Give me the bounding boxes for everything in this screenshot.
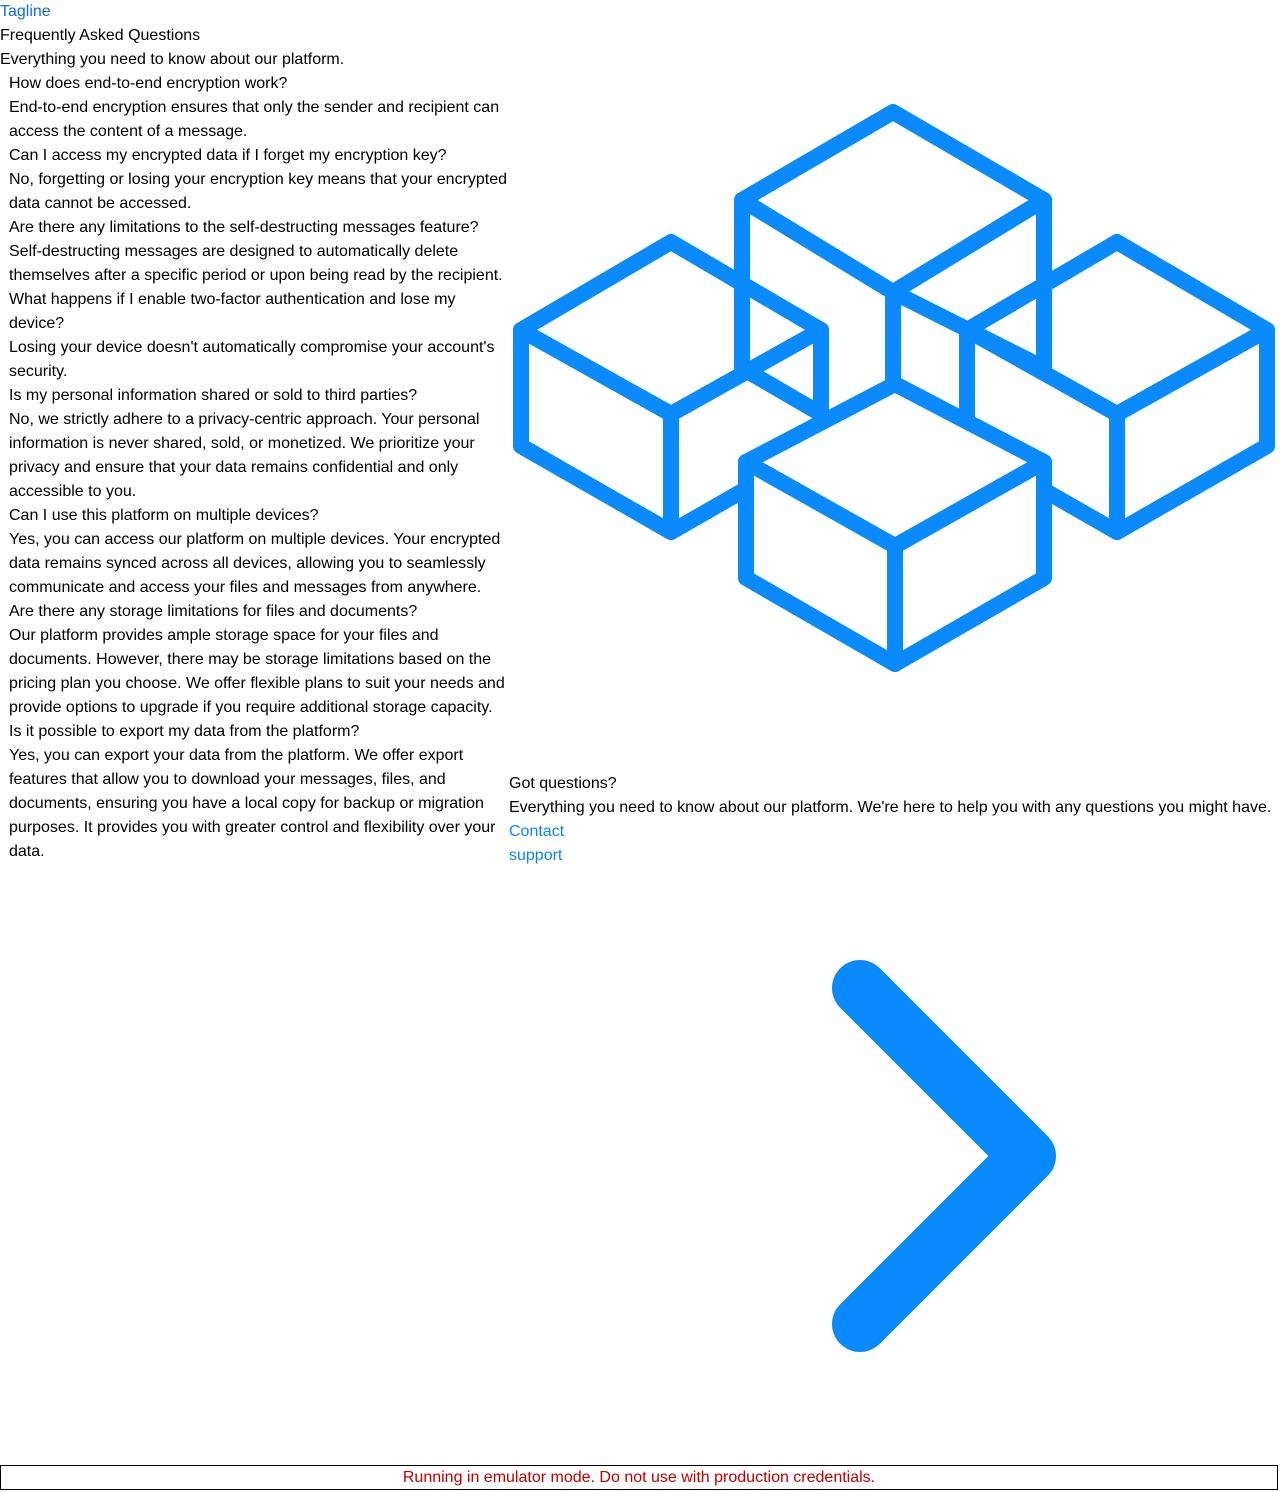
emulator-warning-banner: Running in emulator mode. Do not use wit… bbox=[0, 1465, 1278, 1490]
faq-item[interactable]: Can I use this platform on multiple devi… bbox=[9, 504, 509, 600]
cube-right bbox=[959, 234, 1275, 540]
faq-item[interactable]: Is it possible to export my data from th… bbox=[9, 720, 509, 864]
faq-answer: Losing your device doesn't automatically… bbox=[9, 339, 495, 380]
faq-item[interactable]: How does end-to-end encryption work? End… bbox=[9, 72, 509, 144]
faq-answer: Our platform provides ample storage spac… bbox=[9, 627, 505, 716]
faq-question[interactable]: Can I access my encrypted data if I forg… bbox=[9, 147, 447, 164]
page-title: Frequently Asked Questions bbox=[0, 27, 201, 44]
help-text: Everything you need to know about our pl… bbox=[509, 799, 1272, 816]
faq-question[interactable]: Is it possible to export my data from th… bbox=[9, 723, 360, 740]
faq-list: How does end-to-end encryption work? End… bbox=[9, 72, 509, 864]
contact-support-link[interactable]: Contact support bbox=[509, 823, 565, 864]
faq-answer: Self-destructing messages are designed t… bbox=[9, 243, 503, 284]
page-subtitle: Everything you need to know about our pl… bbox=[0, 51, 345, 68]
faq-question[interactable]: How does end-to-end encryption work? bbox=[9, 75, 288, 92]
faq-item[interactable]: Can I access my encrypted data if I forg… bbox=[9, 144, 509, 216]
faq-answer: End-to-end encryption ensures that only … bbox=[9, 99, 500, 140]
help-box: Got questions? Everything you need to kn… bbox=[509, 772, 1279, 868]
faq-answer: Yes, you can access our platform on mult… bbox=[9, 531, 501, 596]
faq-question[interactable]: What happens if I enable two-factor auth… bbox=[9, 291, 456, 332]
faq-item[interactable]: Are there any storage limitations for fi… bbox=[9, 600, 509, 720]
faq-answer: No, we strictly adhere to a privacy-cent… bbox=[9, 411, 480, 500]
faq-answer: No, forgetting or losing your encryption… bbox=[9, 171, 508, 212]
faq-question[interactable]: Are there any limitations to the self-de… bbox=[9, 219, 479, 236]
cube-left bbox=[513, 234, 829, 540]
help-heading: Got questions? bbox=[509, 775, 617, 792]
faq-item[interactable]: What happens if I enable two-factor auth… bbox=[9, 288, 509, 384]
faq-question[interactable]: Are there any storage limitations for fi… bbox=[9, 603, 418, 620]
tagline-link[interactable]: Tagline bbox=[0, 3, 51, 20]
faq-question[interactable]: Is my personal information shared or sol… bbox=[9, 387, 418, 404]
faq-answer: Yes, you can export your data from the p… bbox=[9, 747, 496, 860]
faq-item[interactable]: Is my personal information shared or sol… bbox=[9, 384, 509, 504]
cube-front bbox=[738, 376, 1052, 672]
blocks-icon bbox=[513, 104, 1275, 672]
faq-item[interactable]: Are there any limitations to the self-de… bbox=[9, 216, 509, 288]
chevron-right-icon[interactable] bbox=[820, 950, 1070, 1370]
faq-question[interactable]: Can I use this platform on multiple devi… bbox=[9, 507, 319, 524]
